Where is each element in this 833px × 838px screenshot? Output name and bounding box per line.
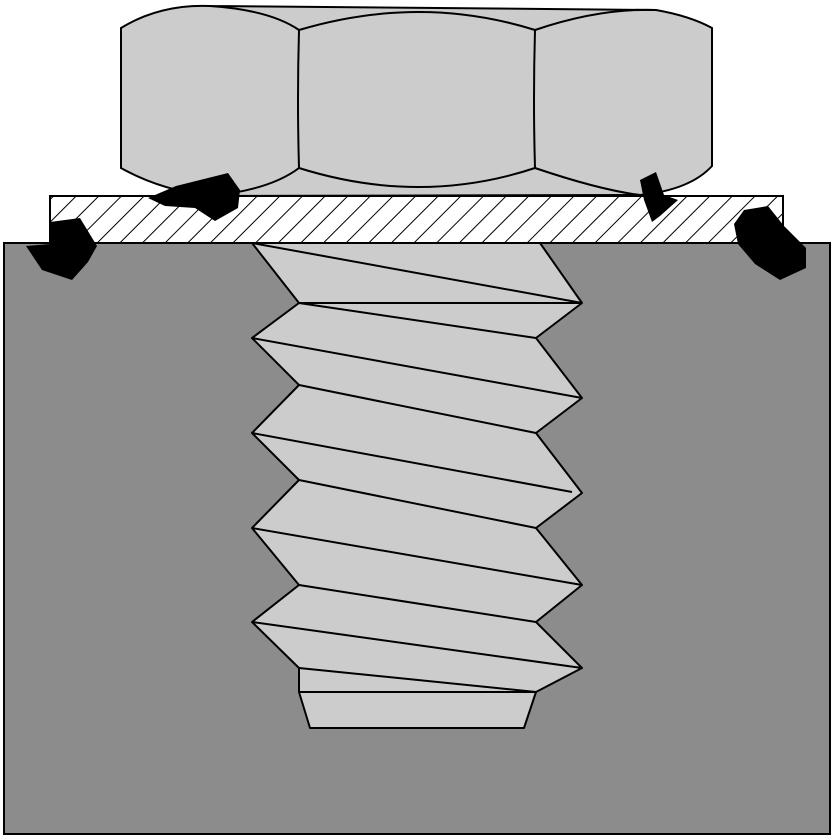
hex-head-outline (120, 4, 713, 198)
debris-left-head (148, 173, 240, 221)
debris-left-edge (26, 218, 97, 280)
hex-facet-right (533, 29, 536, 169)
hex-facet-left (297, 29, 300, 169)
hex-facet-top (209, 5, 657, 32)
debris-particles (26, 172, 806, 280)
thread-crest-lines (251, 242, 583, 693)
hex-bolt-head (120, 4, 713, 198)
debris-right-head (640, 172, 678, 222)
debris-right-edge (734, 206, 806, 280)
hex-facet-bottom (209, 166, 641, 197)
